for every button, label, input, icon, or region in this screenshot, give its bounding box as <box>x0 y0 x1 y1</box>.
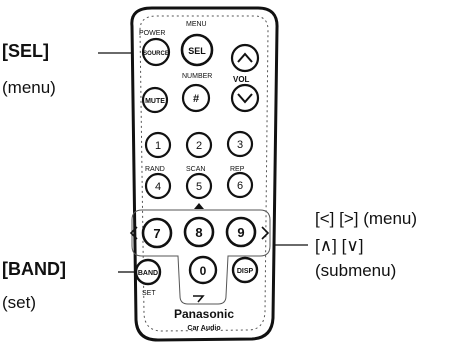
number-label: NUMBER <box>182 73 212 80</box>
sub-brand-label: Car Audio <box>187 325 220 332</box>
button-8[interactable]: 8 <box>183 216 215 248</box>
svg-text:SOURCE: SOURCE <box>143 51 169 57</box>
button-1[interactable]: 1 <box>144 131 172 159</box>
arrows-callout-line1: [<] [>] (menu) <box>315 209 418 228</box>
chevron-down-icon <box>237 93 253 104</box>
nav-right-icon <box>261 226 270 240</box>
band-callout-note: (set) <box>2 293 36 312</box>
button-5[interactable]: 5 <box>185 172 213 200</box>
disp-button[interactable]: DISP <box>231 256 259 284</box>
set-label: SET <box>142 290 156 297</box>
button-9[interactable]: 9 <box>225 216 257 248</box>
sel-button[interactable]: SEL <box>180 33 214 67</box>
svg-text:9: 9 <box>237 225 244 240</box>
button-6[interactable]: 6 <box>226 171 254 199</box>
svg-text:2: 2 <box>196 140 202 152</box>
nav-left-icon <box>129 226 138 240</box>
vol-label: VOL <box>233 75 250 84</box>
arrows-callout-note: (submenu) <box>315 261 397 280</box>
nav-down-icon <box>193 295 205 303</box>
svg-text:5: 5 <box>196 181 202 193</box>
button-3[interactable]: 3 <box>226 130 254 158</box>
power-label: POWER <box>139 30 165 37</box>
svg-text:0: 0 <box>200 264 207 278</box>
svg-text:8: 8 <box>195 225 202 240</box>
remote-inner-edge <box>139 15 269 332</box>
svg-text:1: 1 <box>155 140 161 152</box>
button-4[interactable]: 4 <box>144 172 172 200</box>
svg-text:4: 4 <box>155 181 161 193</box>
mute-button[interactable]: MUTE <box>141 86 169 114</box>
rep-label: REP <box>230 166 245 173</box>
nav-up-icon <box>194 203 204 209</box>
nav-cross-outline <box>131 209 271 305</box>
sel-callout-note: (menu) <box>2 78 56 97</box>
brand-logo: Panasonic <box>174 307 234 321</box>
svg-text:MUTE: MUTE <box>145 98 165 105</box>
button-0[interactable]: 0 <box>188 255 218 285</box>
svg-text:DISP: DISP <box>237 268 254 275</box>
menu-label: MENU <box>186 21 207 28</box>
scan-label: SCAN <box>186 166 205 173</box>
svg-text:6: 6 <box>237 180 243 192</box>
number-button[interactable]: # <box>181 83 211 113</box>
svg-text:3: 3 <box>237 139 243 151</box>
svg-text:#: # <box>193 93 199 105</box>
button-7[interactable]: 7 <box>141 217 173 249</box>
svg-text:BAND: BAND <box>138 270 158 277</box>
svg-text:7: 7 <box>153 226 160 241</box>
sel-callout-key: [SEL] <box>2 41 49 61</box>
vol-up-button[interactable] <box>230 43 260 73</box>
source-button[interactable]: SOURCE <box>141 37 171 67</box>
chevron-up-icon <box>237 52 253 63</box>
band-callout-key: [BAND] <box>2 259 66 279</box>
button-2[interactable]: 2 <box>185 131 213 159</box>
band-button[interactable]: BAND <box>134 258 162 286</box>
arrows-callout-line2: [∧] [∨] <box>315 236 364 255</box>
rand-label: RAND <box>145 166 165 173</box>
vol-down-button[interactable] <box>230 83 260 113</box>
svg-text:SEL: SEL <box>188 46 206 56</box>
